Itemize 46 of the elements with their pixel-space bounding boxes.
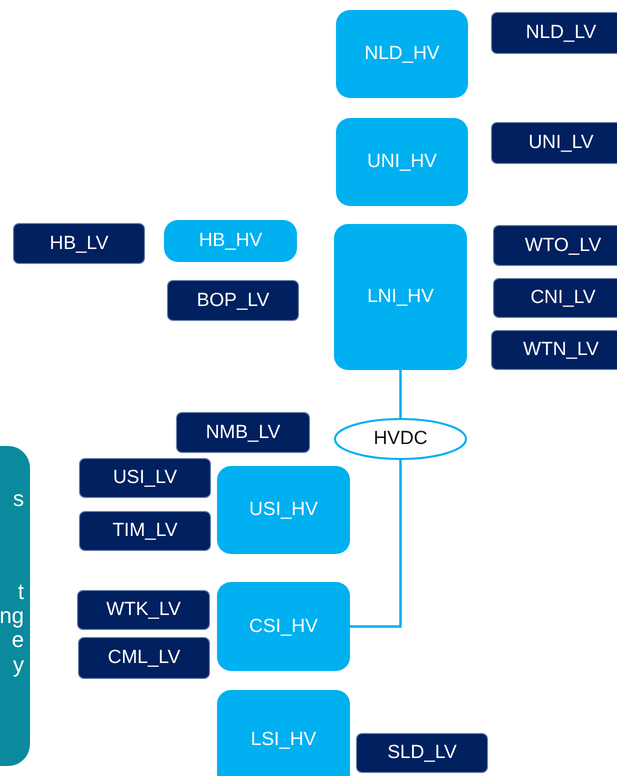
- station-box: [217, 466, 350, 554]
- load-box: [78, 637, 210, 679]
- load-box: [176, 412, 310, 453]
- node-label: WTN_LV: [523, 339, 599, 361]
- connector-line: [399, 370, 402, 418]
- panel-text: s: [13, 486, 24, 512]
- node-label: UNI_HV: [367, 151, 437, 173]
- station-box: [164, 220, 297, 262]
- node-label: USI_LV: [112, 467, 178, 489]
- node-label: TIM_LV: [112, 520, 178, 542]
- load-box: [79, 511, 211, 551]
- node-label: CNI_LV: [530, 287, 596, 309]
- load-box: [13, 223, 145, 264]
- node-label: NLD_LV: [526, 22, 596, 44]
- load-box: [491, 330, 617, 370]
- station-box: [217, 582, 350, 671]
- load-box: [491, 122, 617, 164]
- node-label: HB_LV: [50, 232, 108, 254]
- node-label: HVDC: [374, 428, 428, 450]
- node-label: NMB_LV: [206, 422, 280, 444]
- node-label: HB_HV: [198, 230, 262, 252]
- load-box: [79, 458, 211, 498]
- load-box: [493, 278, 617, 318]
- load-box: [491, 12, 617, 54]
- node-label: NLD_HV: [364, 43, 440, 65]
- node-label: BOP_LV: [196, 290, 270, 312]
- station-box: [336, 10, 468, 98]
- panel-text: t ng e y: [0, 580, 24, 677]
- node-label: LSI_HV: [250, 729, 316, 751]
- station-box: [217, 690, 350, 776]
- load-box: [356, 733, 488, 773]
- node-label: CSI_HV: [249, 616, 318, 638]
- node-label: USI_HV: [249, 499, 318, 521]
- station-box: [336, 118, 468, 206]
- link-ellipse: [334, 418, 467, 460]
- node-label: CML_LV: [108, 647, 180, 669]
- load-box: [167, 280, 299, 321]
- load-box: [77, 590, 210, 630]
- station-box: [334, 224, 467, 370]
- node-label: UNI_LV: [528, 132, 594, 154]
- node-label: LNI_HV: [367, 286, 434, 308]
- node-label: SLD_LV: [387, 742, 457, 764]
- load-box: [493, 225, 617, 266]
- node-label: WTK_LV: [106, 599, 181, 621]
- node-label: WTO_LV: [524, 234, 602, 256]
- connector-line: [350, 460, 402, 628]
